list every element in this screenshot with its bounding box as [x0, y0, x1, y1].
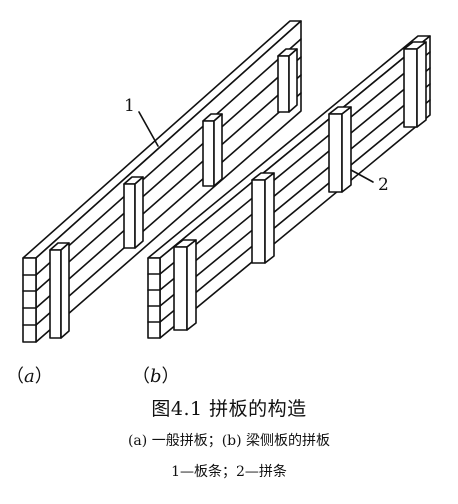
panel-b-board-seams — [147, 51, 431, 323]
panel-a-batten-3 — [202, 113, 223, 187]
panel-b-batten-2 — [251, 172, 275, 264]
callout-1-label: 1 — [124, 96, 135, 116]
panel-a-battens — [49, 48, 298, 339]
panel-a-end-face — [22, 257, 37, 343]
panel-b — [147, 35, 431, 339]
figure-title: 图4.1 拼板的构造 — [151, 398, 307, 420]
panel-b-batten-3 — [328, 106, 352, 193]
subfigure-label-a: （a） — [6, 366, 53, 387]
callout-2-label: 2 — [378, 175, 389, 195]
callout-1-leader — [138, 111, 159, 147]
figure-caption-subfigures: (a) 一般拼板；(b) 梁侧板的拼板 — [127, 433, 331, 449]
panel-a-batten-1 — [49, 242, 70, 339]
panel-a-board-seams — [22, 38, 302, 326]
panel-a-batten-2 — [123, 176, 144, 249]
figure-caption-legend: 1—板条；2—拼条 — [171, 464, 287, 480]
panel-b-end-face — [147, 257, 161, 339]
panel-a-batten-4 — [277, 48, 298, 113]
panel-b-battens — [173, 41, 427, 331]
subfigure-label-b: （b） — [132, 366, 180, 387]
panel-b-batten-4 — [403, 41, 427, 128]
panel-a — [22, 20, 302, 343]
panel-b-batten-1 — [173, 239, 197, 331]
callout-2-leader — [350, 169, 374, 183]
